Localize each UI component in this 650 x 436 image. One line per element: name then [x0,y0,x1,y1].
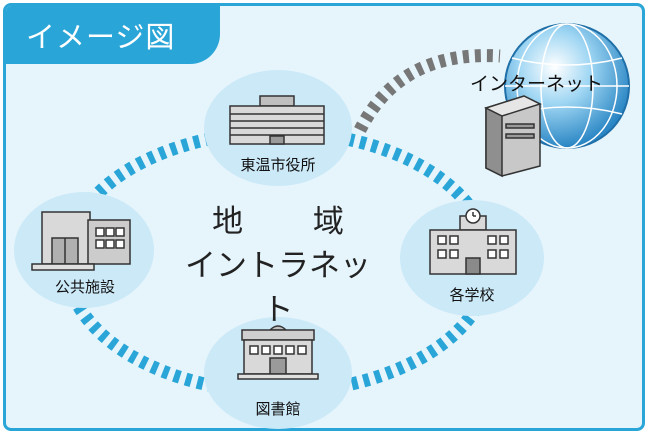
diagram-title: イメージ図 [26,20,176,54]
internet-link [354,49,501,133]
library-label: 図書館 [255,400,301,418]
title-tab: イメージ図 [6,6,220,64]
center-label-line1: 地 域 [212,204,374,240]
center-label-line2: イントラネット [185,248,371,328]
public-facilities-label: 公共施設 [54,278,115,296]
school-building-icon [429,208,517,275]
library-building-icon [237,325,319,380]
regional-intranet-label: 地 域 イントラネット [178,200,378,332]
city-hall-label: 東温市役所 [240,156,316,174]
server-icon [484,95,542,178]
schools-label: 各学校 [449,286,495,304]
public-facility-building-icon [31,211,131,271]
city-hall-building-icon [229,95,325,145]
internet-label: インターネット [470,73,604,95]
